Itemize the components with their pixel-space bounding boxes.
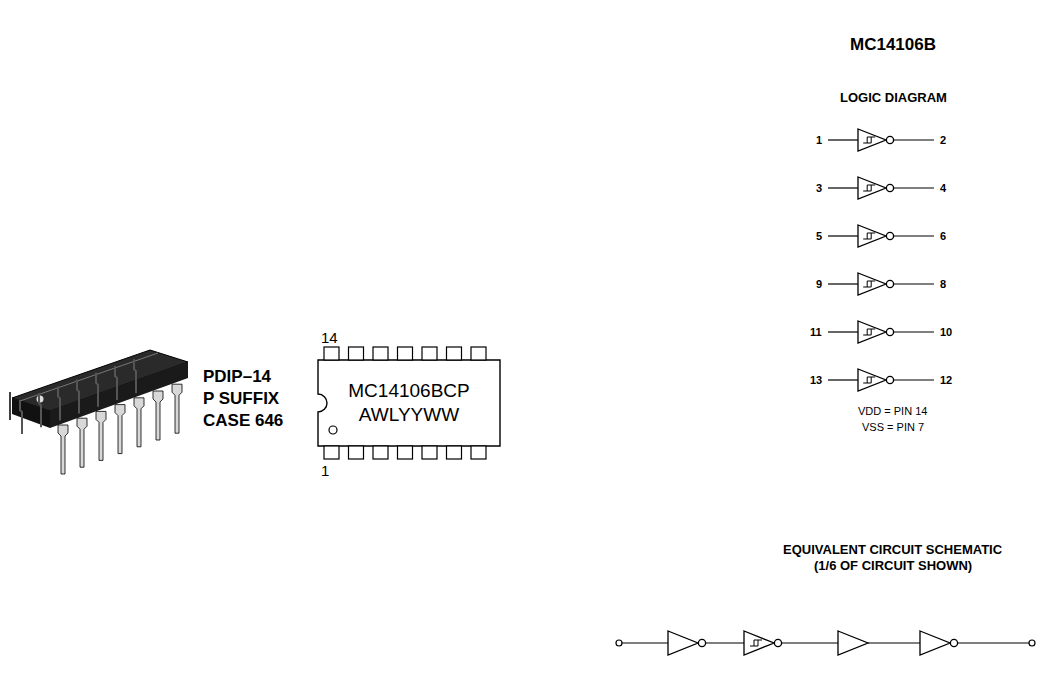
- section-heading: (1/6 OF CIRCUIT SHOWN): [814, 559, 972, 573]
- pin-number: 3: [816, 182, 822, 194]
- pin-number: 12: [940, 374, 952, 386]
- chip-text: MC14106BCP: [348, 379, 469, 403]
- pin-number: 6: [940, 230, 946, 242]
- supply-note: VSS = PIN 7: [862, 421, 924, 433]
- section-heading: LOGIC DIAGRAM: [840, 91, 947, 105]
- pin-number: 10: [940, 326, 952, 338]
- pin-number: 8: [940, 278, 946, 290]
- supply-note: VDD = PIN 14: [858, 405, 927, 417]
- pin-number: 5: [816, 230, 822, 242]
- pin-number: 14: [321, 330, 338, 347]
- pin-number: 11: [810, 326, 822, 338]
- pin-number: 9: [816, 278, 822, 290]
- pin-number: 13: [810, 374, 822, 386]
- chip-marking: MC14106BCPAWLYYWW: [318, 360, 500, 446]
- part-title: MC14106B: [850, 36, 936, 55]
- pin-number: 2: [940, 134, 946, 146]
- chip-text: AWLYYWW: [359, 403, 459, 427]
- package-label: CASE 646: [203, 412, 283, 431]
- section-heading: EQUIVALENT CIRCUIT SCHEMATIC: [783, 543, 1002, 557]
- package-label: P SUFFIX: [203, 390, 279, 409]
- pin-number: 4: [940, 182, 946, 194]
- pin-number: 1: [816, 134, 822, 146]
- package-label: PDIP–14: [203, 368, 271, 387]
- pin-number: 1: [321, 463, 329, 480]
